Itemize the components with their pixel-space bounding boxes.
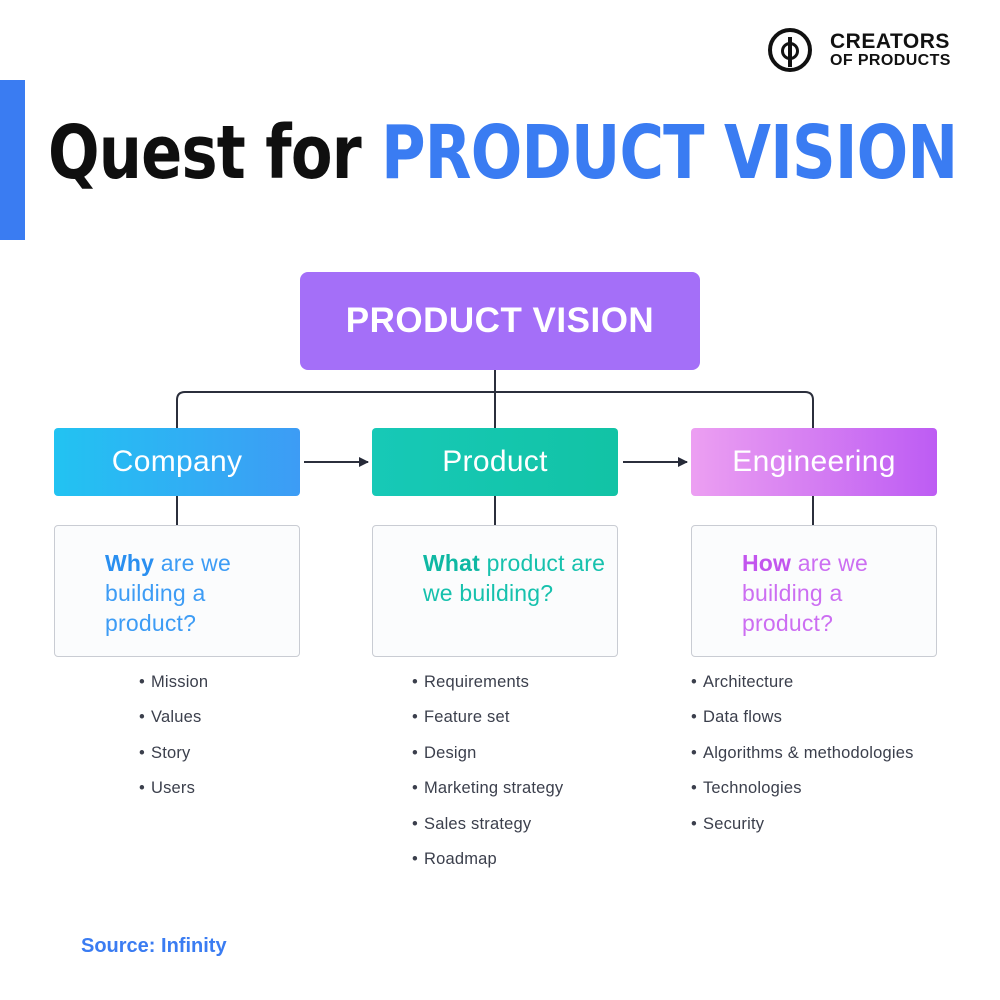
question-keyword: What (423, 550, 481, 576)
question-text: are we building a product? (105, 550, 231, 636)
product-vision-node: PRODUCT VISION (300, 272, 700, 370)
list-item: Users (139, 776, 208, 811)
company-node: Company (54, 428, 300, 496)
list-item: Marketing strategy (412, 776, 563, 811)
question-text: product are we building? (423, 550, 606, 606)
company-list: Mission Values Story Users (139, 670, 208, 812)
engineering-list: Architecture Data flows Algorithms & met… (691, 670, 914, 847)
title-highlight: PRODUCT VISION (381, 110, 958, 196)
list-item: Sales strategy (412, 812, 563, 847)
list-item: Algorithms & methodologies (691, 741, 914, 776)
question-keyword: How (742, 550, 792, 576)
list-item: Roadmap (412, 847, 563, 882)
engineering-question: How are we building a product? (691, 525, 937, 657)
brand-name-line2: OF PRODUCTS (830, 52, 951, 69)
brand-name-line1: CREATORS (830, 30, 950, 53)
brand-name: CREATORS OF PRODUCTS (830, 30, 951, 70)
source-credit: Source: Infinity (81, 935, 227, 957)
list-item: Technologies (691, 776, 914, 811)
engineering-node: Engineering (691, 428, 937, 496)
list-item: Requirements (412, 670, 563, 705)
list-item: Architecture (691, 670, 914, 705)
product-list: Requirements Feature set Design Marketin… (412, 670, 563, 882)
list-item: Design (412, 741, 563, 776)
question-text: are we building a product? (742, 550, 868, 636)
list-item: Mission (139, 670, 208, 705)
list-item: Story (139, 741, 208, 776)
product-question: What product are we building? (372, 525, 618, 657)
list-item: Security (691, 812, 914, 847)
list-item: Feature set (412, 705, 563, 740)
title-prefix: Quest for (48, 110, 362, 196)
list-item: Data flows (691, 705, 914, 740)
question-keyword: Why (105, 550, 155, 576)
accent-bar (0, 80, 25, 240)
page-title: Quest for PRODUCT VISION (48, 108, 958, 198)
company-question: Why are we building a product? (54, 525, 300, 657)
brand-logo: CREATORS OF PRODUCTS (768, 28, 978, 80)
phi-circle-icon (768, 28, 812, 72)
product-node: Product (372, 428, 618, 496)
list-item: Values (139, 705, 208, 740)
